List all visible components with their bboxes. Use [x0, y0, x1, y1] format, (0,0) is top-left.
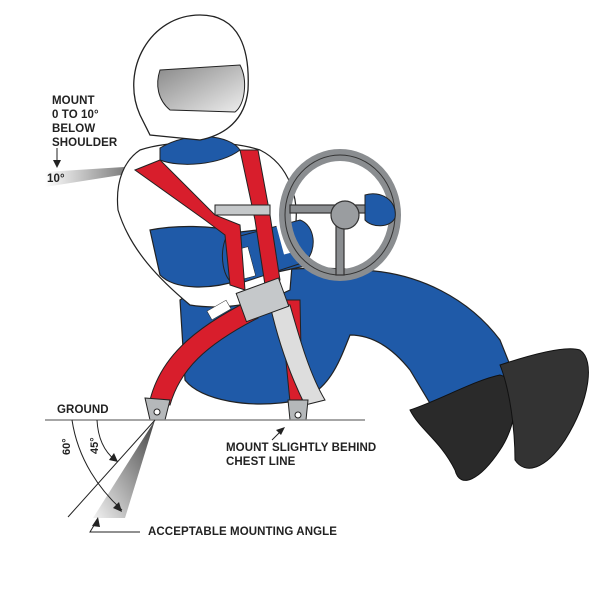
angle-45-label: 45°	[89, 437, 101, 454]
right-glove	[364, 193, 396, 227]
shoulder-angle-wedge	[45, 166, 140, 187]
cam-lock-buckle	[235, 277, 290, 323]
adjuster-buckle	[214, 204, 271, 216]
ground-label: GROUND	[57, 404, 109, 416]
arc-60	[71, 419, 123, 511]
sub-strap	[269, 304, 326, 406]
shoulder-angle-label: 10°	[47, 173, 65, 185]
angle-60-label: 60°	[61, 438, 73, 455]
boot-left	[409, 374, 516, 481]
chest-mount-label: MOUNT SLIGHTLY BEHIND CHEST LINE	[226, 442, 377, 468]
boot-right	[499, 348, 589, 469]
shoulder-mount-label: MOUNT 0 TO 10° BELOW SHOULDER	[52, 95, 118, 149]
shoulder-strap-right	[239, 149, 281, 286]
helmet-visor	[157, 64, 246, 113]
belt-logo	[206, 299, 232, 321]
acceptable-angle-label: ACCEPTABLE MOUNTING ANGLE	[148, 526, 338, 538]
acceptable-angle-cone	[93, 420, 155, 518]
